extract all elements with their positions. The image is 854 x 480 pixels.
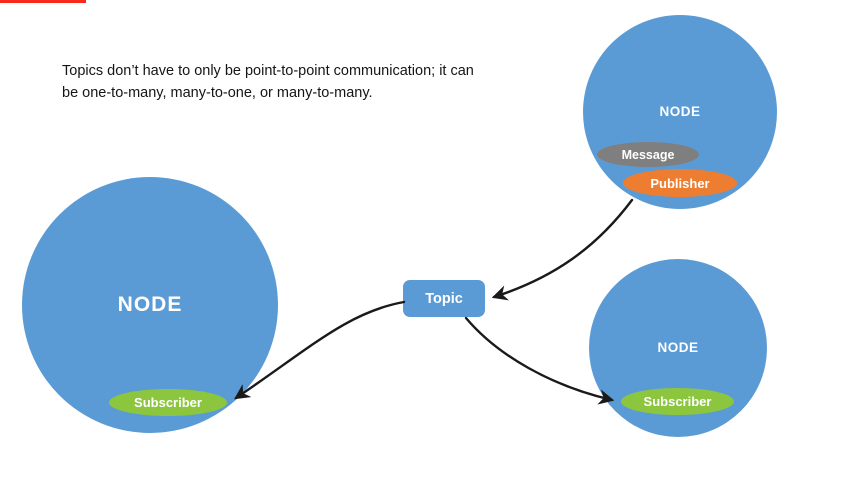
- topic-box: Topic: [403, 280, 485, 317]
- subscriber-badge-right-label: Subscriber: [643, 394, 712, 409]
- topic-box-label: Topic: [425, 290, 463, 307]
- node-label-top-right: NODE: [659, 104, 701, 119]
- publisher-badge-label: Publisher: [650, 175, 710, 191]
- accent-line: [0, 0, 86, 3]
- arrow-publisher-to-topic: [491, 198, 634, 301]
- node-label-bottom-right: NODE: [657, 340, 699, 355]
- subscriber-badge-right: Subscriber: [621, 388, 734, 415]
- subscriber-badge-left-label: Subscriber: [134, 395, 202, 410]
- caption-text: Topics don’t have to only be point-to-po…: [62, 63, 474, 102]
- subscriber-badge-left: Subscriber: [109, 389, 227, 416]
- message-badge-label: Message: [621, 147, 675, 162]
- message-badge: Message: [597, 142, 699, 167]
- publisher-badge: Publisher: [623, 169, 737, 197]
- node-label-left: NODE: [117, 293, 183, 316]
